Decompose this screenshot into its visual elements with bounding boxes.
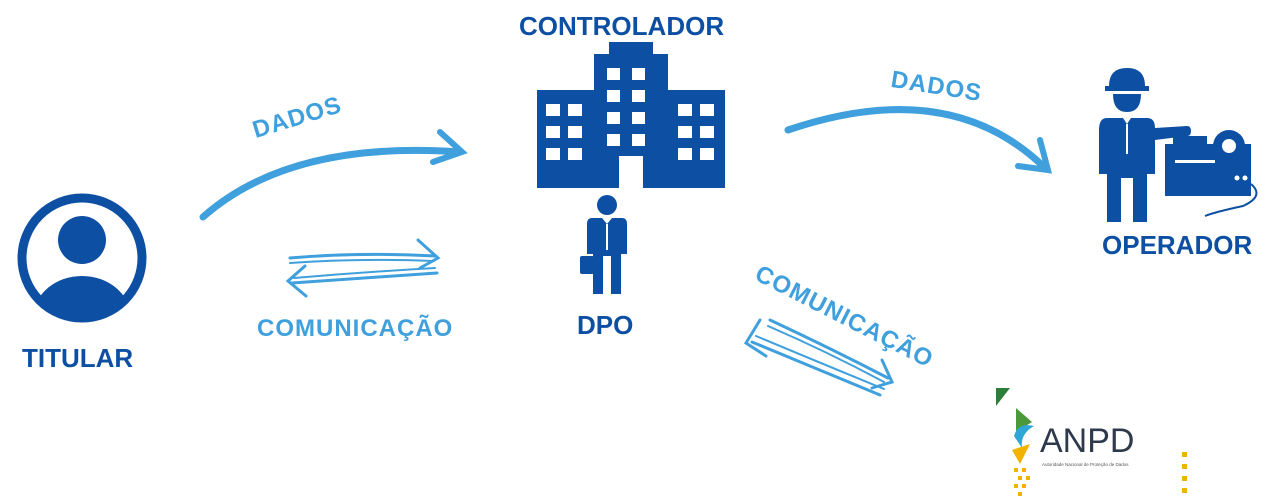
anpd-logo: ANPD Autoridade Nacional de Proteção de … xyxy=(996,388,1187,496)
comunicacao-label-left: COMUNICAÇÃO xyxy=(257,315,454,342)
dpo-label: DPO xyxy=(577,310,634,340)
building-icon xyxy=(537,42,725,188)
operador-label: OPERADOR xyxy=(1102,230,1253,260)
arrow-comunicacao-dpo-anpd xyxy=(743,318,895,397)
engineer-machine-icon xyxy=(1099,68,1258,222)
anpd-logo-text: ANPD xyxy=(1040,422,1134,460)
businessman-briefcase-icon xyxy=(580,195,627,294)
titular-label: TITULAR xyxy=(22,343,134,373)
controlador-label: CONTROLADOR xyxy=(519,11,725,41)
arrow-comunicacao-titular-dpo xyxy=(285,238,441,298)
anpd-logo-subtitle: Autoridade Nacional de Proteção de Dados xyxy=(1042,462,1129,467)
arrow-dados-titular-controlador xyxy=(199,129,468,221)
user-avatar-icon xyxy=(17,193,147,323)
arrow-dados-controlador-operador xyxy=(784,106,1053,174)
